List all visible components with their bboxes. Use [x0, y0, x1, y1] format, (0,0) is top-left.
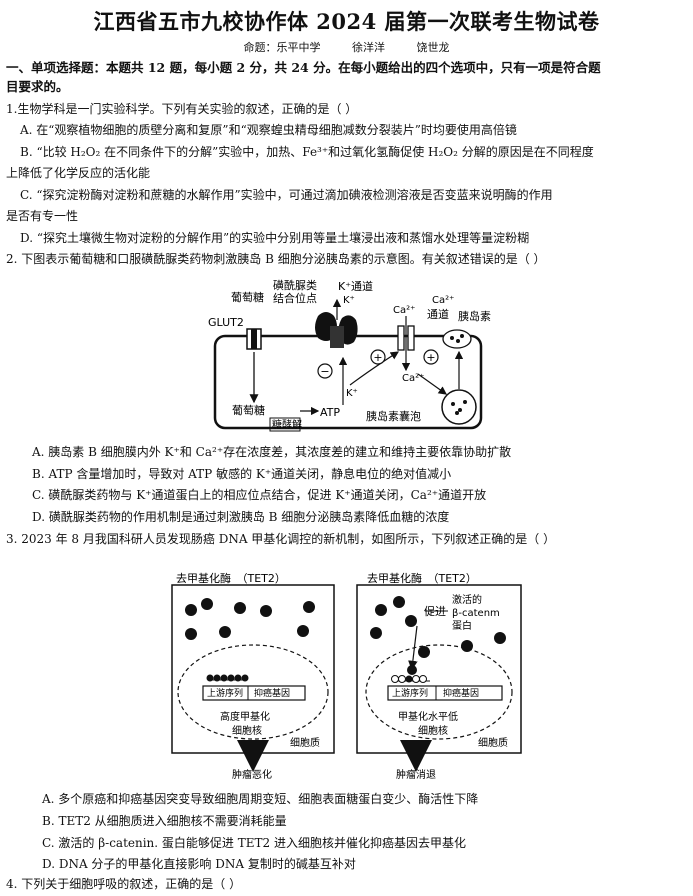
ca-channel-left [397, 325, 405, 351]
label-vesicle: 胰岛素囊泡 [366, 409, 421, 423]
left-nucleus [177, 644, 329, 740]
label-insulin: 胰岛素 [458, 309, 491, 323]
author-name-2: 饶世龙 [416, 41, 450, 54]
right-label-promote: 促进 [424, 604, 446, 618]
label-ca-top: Ca²⁺ [432, 295, 454, 306]
right-dna-bar [387, 685, 503, 701]
label-ca-channel1: Ca²⁺ [393, 305, 415, 316]
label-glycolysis: 糖酵解 [272, 418, 302, 431]
label-plus-2: + [426, 351, 435, 364]
q1-option-c-line2: 是否有专一性 [6, 209, 79, 223]
right-entry-arrow [408, 625, 418, 671]
q1-option-a: A. 在“观察植物细胞的质壁分离和复原”和“观察蝗虫精母细胞减数分裂装片”时均要… [20, 123, 517, 137]
glycolysis-box [269, 417, 301, 432]
minus-sign-circle [317, 363, 333, 379]
label-sulfonyl1: 磺酰脲类 [273, 278, 317, 292]
left-label-cytoplasm: 细胞质 [290, 736, 320, 749]
q3-option-b: B. TET2 从细胞质进入细胞核不需要消耗能量 [42, 814, 287, 828]
label-k-mid: K⁺ [346, 388, 358, 399]
right-label-act3: 蛋白 [452, 619, 472, 632]
right-label-act1: 激活的 [452, 593, 482, 606]
section-heading-line1: 一、单项选择题：本题共 12 题，每小题 2 分，共 24 分。在每小题给出的四… [6, 60, 601, 75]
plus-sign-circle-2 [423, 349, 439, 365]
insulin-vesicle [441, 389, 477, 425]
label-ca-inside: Ca²⁺ [402, 373, 424, 384]
q1-option-c-line1: C. “探究淀粉酶对淀粉和蔗糖的水解作用”实验中，可通过滴加碘液检测溶液是否变蓝… [20, 188, 553, 202]
right-label-result: 肿瘤消退 [396, 768, 436, 781]
right-nucleus [365, 644, 513, 740]
q2-option-b: B. ATP 含量增加时，导致对 ATP 敏感的 K⁺通道关闭，静息电位的绝对值… [32, 467, 452, 481]
right-label-enzyme: 去甲基化酶 （TET2） [367, 571, 477, 585]
right-label-gene: 抑癌基因 [443, 687, 479, 699]
q4-stem: 4. 下列关于细胞呼吸的叙述，正确的是（ ） [6, 877, 242, 891]
left-panel-cell [171, 584, 335, 754]
right-label-cytoplasm: 细胞质 [478, 736, 508, 749]
left-label-enzyme: 去甲基化酶 （TET2） [176, 571, 286, 585]
right-label-upstream: 上游序列 [392, 687, 428, 699]
label-glucose-top: 葡萄糖 [231, 290, 264, 304]
left-label-result: 肿瘤恶化 [232, 768, 272, 781]
k-channel-pore [330, 326, 344, 348]
label-sulfonyl2: 结合位点 [273, 291, 317, 305]
author-name-1: 徐洋洋 [352, 41, 385, 54]
label-minus: − [320, 365, 329, 378]
q3-stem: 3. 2023 年 8 月我国科研人员发现肠癌 DNA 甲基化调控的新机制，如图… [6, 532, 556, 546]
label-k-channel: K⁺通道 [338, 279, 373, 293]
label-atp: ATP [320, 406, 340, 419]
q2-stem: 2. 下图表示葡萄糖和口服磺酰脲类药物刺激胰岛 B 细胞分泌胰岛素的示意图。有关… [6, 252, 546, 266]
right-label-methyl: 甲基化水平低 [398, 710, 458, 723]
q1-option-d: D. “探究土壤微生物对淀粉的分解作用”的实验中分别用等量土壤浸出液和蒸馏水处理… [20, 231, 530, 245]
left-methyl-groups [206, 674, 249, 682]
left-label-upstream: 上游序列 [207, 687, 243, 699]
q2-option-a: A. 胰岛素 B 细胞膜内外 K⁺和 Ca²⁺存在浓度差，其浓度差的建立和维持主… [32, 445, 512, 459]
label-glucose-bottom: 葡萄糖 [232, 403, 265, 417]
glut2-core [251, 329, 257, 349]
right-label-nucleus: 细胞核 [418, 724, 448, 737]
ca-vesicle-arrow [417, 373, 447, 395]
q1-stem: 1.生物学科是一门实验科学。下列有关实验的叙述，正确的是（ ） [6, 102, 358, 116]
section-heading-line2: 目要求的。 [6, 79, 69, 94]
authors-line: 命题：乐平中学 徐洋洋 饶世龙 [0, 39, 693, 55]
depolarization-arrow [349, 351, 400, 386]
left-label-methyl: 高度甲基化 [220, 710, 270, 723]
right-label-act2: β-catenm [452, 608, 500, 619]
q2-option-d: D. 磺酰脲类药物的作用机制是通过刺激胰岛 B 细胞分泌胰岛素降低血糖的浓度 [32, 510, 450, 524]
label-glut2: GLUT2 [208, 316, 244, 329]
right-methyl-groups [391, 665, 430, 683]
label-k-top: K⁺ [343, 295, 355, 306]
ca-channel-right [407, 325, 415, 351]
plus-sign-circle [370, 349, 386, 365]
q3-option-d: D. DNA 分子的甲基化直接影响 DNA 复制时的碱基互补对 [42, 857, 356, 871]
q3-option-c: C. 激活的 β-catenin. 蛋白能够促进 TET2 进入细胞核并催化抑癌… [42, 836, 466, 850]
left-label-gene: 抑癌基因 [254, 687, 290, 699]
q3-option-a: A. 多个原癌和抑癌基因突变导致细胞周期变短、细胞表面糖蛋白变少、酶活性下降 [42, 792, 479, 806]
left-label-nucleus: 细胞核 [232, 724, 262, 737]
q2-option-c: C. 磺酰脲类药物与 K⁺通道蛋白上的相应位点结合，促进 K⁺通道关闭，Ca²⁺… [32, 488, 487, 502]
authors-label: 命题：乐平中学 [243, 41, 321, 54]
left-dna-bar [202, 685, 306, 701]
page-title: 江西省五市九校协作体 2024 届第一次联考生物试卷 [93, 9, 600, 34]
label-ca-channel2: 通道 [427, 307, 449, 321]
label-plus: + [373, 351, 382, 364]
q1-option-b-line1: B. “比较 H₂O₂ 在不同条件下的分解”实验中，加热、Fe³⁺和过氧化氢酶促… [20, 145, 594, 159]
q1-option-b-line2: 上降低了化学反应的活化能 [6, 166, 151, 180]
insulin-release [442, 329, 472, 349]
